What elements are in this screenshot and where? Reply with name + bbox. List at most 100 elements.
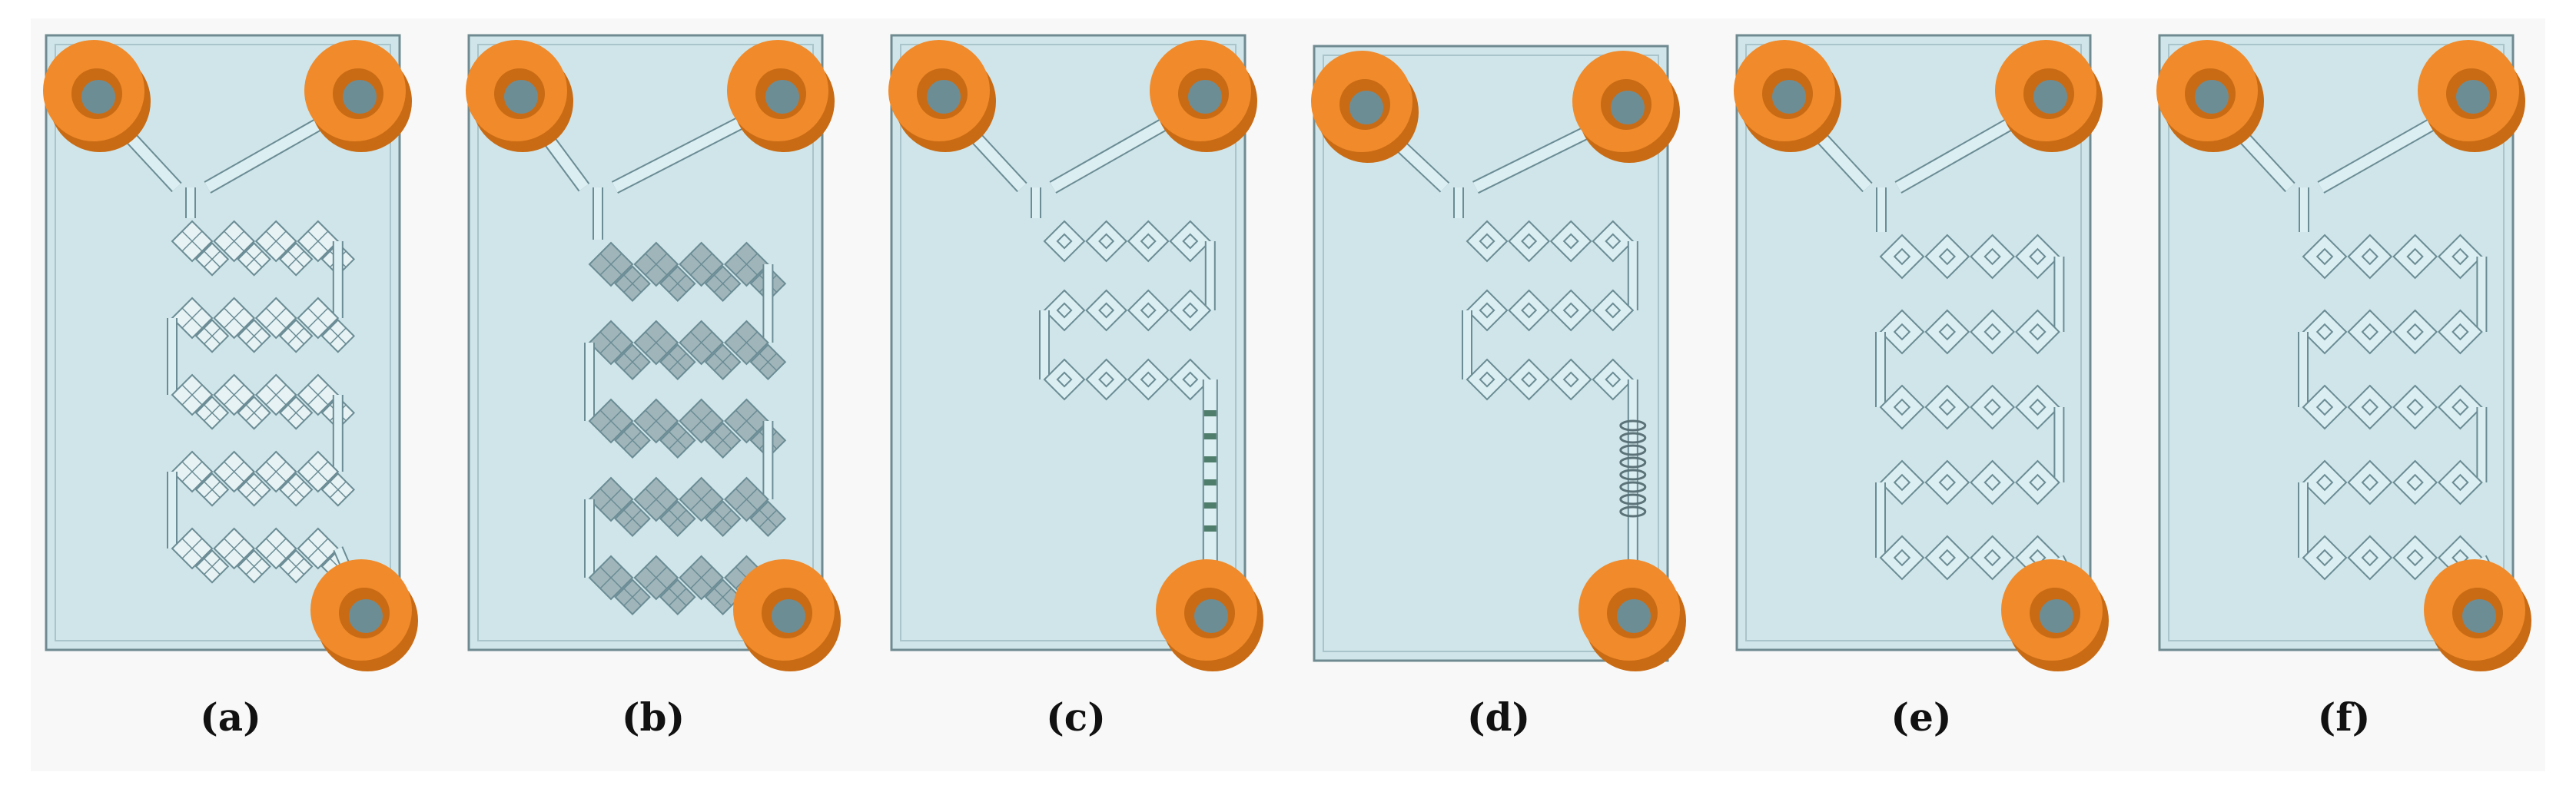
caption-c: (c) <box>1046 694 1106 740</box>
mixer-cell <box>1879 234 1925 280</box>
mixer-cell <box>1466 358 1509 401</box>
mixer-cell <box>2392 309 2438 355</box>
mixer-cell <box>1549 289 1592 332</box>
mixer-cell <box>1549 358 1592 401</box>
mixer-cell-lattice <box>599 331 622 354</box>
mixer-cell-lattice <box>645 488 668 511</box>
mixer-cell-offset-lattice <box>759 509 778 528</box>
mixer-cell-offset-lattice <box>287 327 305 345</box>
mixer-cell-core <box>2029 323 2047 341</box>
mixer-cell <box>1085 358 1128 401</box>
outlet-port <box>733 559 841 671</box>
mixer-cell-core <box>1562 233 1579 250</box>
mixer-cell-core <box>1983 323 2001 341</box>
mixer-cell-offset-lattice <box>287 481 305 499</box>
mixer-cell-offset-lattice <box>623 274 642 293</box>
mixer-cell-core <box>1983 473 2001 492</box>
mixer-cell-core <box>1182 371 1199 388</box>
spiral-turn <box>1619 493 1647 505</box>
mixer-cell-lattice <box>690 488 713 511</box>
inlet-port-1 <box>43 40 151 152</box>
mixer-cell-core <box>2029 473 2047 492</box>
mixer-cell-core <box>1098 371 1115 388</box>
mixer-cell-core <box>2315 398 2334 416</box>
mixer-cell <box>2347 535 2393 581</box>
mixer-cell-core <box>1605 233 1622 250</box>
outlet-port <box>1578 559 1686 671</box>
mixer-cell <box>2392 234 2438 280</box>
mixer-bar <box>1203 502 1217 509</box>
mixer-cell <box>1043 358 1086 401</box>
mixer-cell <box>1970 309 2016 355</box>
mixer-cell <box>1169 220 1212 263</box>
substrate-inner-frame <box>477 44 814 641</box>
inlet-port-1 <box>888 40 996 152</box>
mixer-cell-core <box>1182 302 1199 319</box>
mixer-cell-core <box>1562 302 1579 319</box>
inlet-port-1 <box>1734 40 1841 152</box>
spiral-turn <box>1619 432 1647 444</box>
mixer-cell-core <box>1983 398 2001 416</box>
outlet-port <box>2001 559 2109 671</box>
mixer-cell <box>1169 358 1212 401</box>
mixer-cell-core <box>2361 247 2379 266</box>
mixer-cell-offset-lattice <box>329 327 347 345</box>
mixer-cell-lattice <box>224 230 245 252</box>
mixer-cell-lattice <box>265 230 287 252</box>
mixer-cell-core <box>2406 473 2424 492</box>
mixer-cell-core <box>2406 398 2424 416</box>
mixer-cell-offset-lattice <box>245 481 263 499</box>
spiral-turn <box>1619 469 1647 481</box>
mixer-cell <box>2302 384 2348 430</box>
mixer-cell-offset-lattice <box>623 509 642 528</box>
mixer-cell-core <box>1893 247 1911 266</box>
mixer-cell-core <box>1893 548 1911 567</box>
mixer-cell-offset-lattice <box>759 353 778 371</box>
mixer-cell-core <box>2361 473 2379 492</box>
inlet-port-1 <box>2156 40 2264 152</box>
mixer-cell-core <box>2452 473 2469 492</box>
inlet-port-2 <box>304 40 412 152</box>
mixer-cell-offset-lattice <box>669 353 687 371</box>
mixer-cell-core <box>1893 323 1911 341</box>
mixer-cell-offset-lattice <box>245 250 263 268</box>
mixer-cell-offset-lattice <box>287 250 305 268</box>
mixer-cell <box>1085 220 1128 263</box>
mixer-cell-lattice <box>690 566 713 589</box>
mixer-cell-lattice <box>265 461 287 482</box>
inlet-port-1 <box>1311 51 1419 163</box>
inlet-port-2 <box>727 40 835 152</box>
mixer-cell <box>2392 459 2438 505</box>
mixer-cell-offset-lattice <box>713 431 732 449</box>
mixer-cell <box>2437 234 2483 280</box>
chip-b <box>466 34 841 671</box>
mixer-cell <box>1970 234 2016 280</box>
mixer-cell-core <box>1938 548 1957 567</box>
mixer-cell <box>1592 289 1635 332</box>
mixer-cell <box>1508 289 1551 332</box>
panel-c: (c) <box>876 18 1276 771</box>
substrate-inner-frame <box>1745 44 2082 641</box>
mixer-cell-lattice <box>735 331 758 354</box>
mixer-cell-offset-lattice <box>287 404 305 422</box>
mixer-cell-core <box>1521 302 1538 319</box>
mixer-cell-core <box>1521 371 1538 388</box>
mixer-cell-lattice <box>307 461 329 482</box>
mixer-bar <box>1203 525 1217 532</box>
mixer-cell-core <box>1056 233 1073 250</box>
mixer-cell <box>2014 234 2060 280</box>
mixer-cell <box>2347 384 2393 430</box>
mixer-cell <box>2437 309 2483 355</box>
mixer-cell <box>1879 309 1925 355</box>
mixer-cell-lattice <box>224 384 245 406</box>
spiral-turn <box>1619 419 1647 432</box>
outlet-port <box>2424 559 2531 671</box>
mixer-cell <box>2302 535 2348 581</box>
mixer-cell-core <box>1605 302 1622 319</box>
mixer-cell <box>2347 459 2393 505</box>
chip-d <box>1311 45 1686 671</box>
mixer-cell-offset-lattice <box>669 274 687 293</box>
mixer-cell-lattice <box>690 409 713 432</box>
mixer-cell-lattice <box>181 230 203 252</box>
mixer-cell <box>1085 289 1128 332</box>
